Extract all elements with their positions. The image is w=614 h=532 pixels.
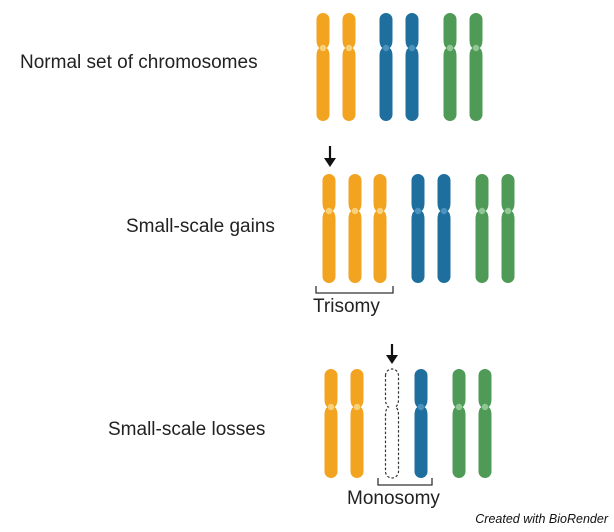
chromosome-green (501, 174, 515, 283)
monosomy-bracket (377, 478, 433, 486)
trisomy-bracket (315, 286, 394, 294)
chromosome-green (478, 369, 492, 479)
chromosome-blue (379, 13, 393, 121)
biorender-credit: Created with BioRender (475, 512, 608, 526)
small-scale-losses-label: Small-scale losses (108, 419, 266, 440)
chromosome-green (475, 174, 489, 283)
chromosome-orange (322, 174, 336, 283)
arrows-group (324, 146, 398, 364)
missing-chromosome-outline (384, 368, 400, 479)
chromosome-orange (316, 13, 330, 121)
monosomy-label: Monosomy (347, 488, 440, 509)
chromosome-orange (348, 174, 362, 283)
chromosome-blue (437, 174, 451, 283)
chromosome-orange (373, 174, 387, 283)
normal-set-label: Normal set of chromosomes (20, 52, 258, 73)
chromosomes-group (316, 13, 515, 479)
chromosome-orange (342, 13, 356, 121)
chromosome-green (452, 369, 466, 479)
chromosome-orange (324, 369, 338, 479)
loss-arrow-icon (386, 344, 398, 364)
chromosome-blue (405, 13, 419, 121)
trisomy-label: Trisomy (313, 296, 380, 317)
chromosome-orange (350, 369, 364, 479)
chromosome-green (443, 13, 457, 121)
gain-arrow-icon (324, 146, 336, 167)
brackets-group (315, 286, 433, 486)
chromosome-blue (414, 369, 428, 479)
chromosome-green (469, 13, 483, 121)
small-scale-gains-label: Small-scale gains (126, 216, 275, 237)
chromosome-blue (411, 174, 425, 283)
